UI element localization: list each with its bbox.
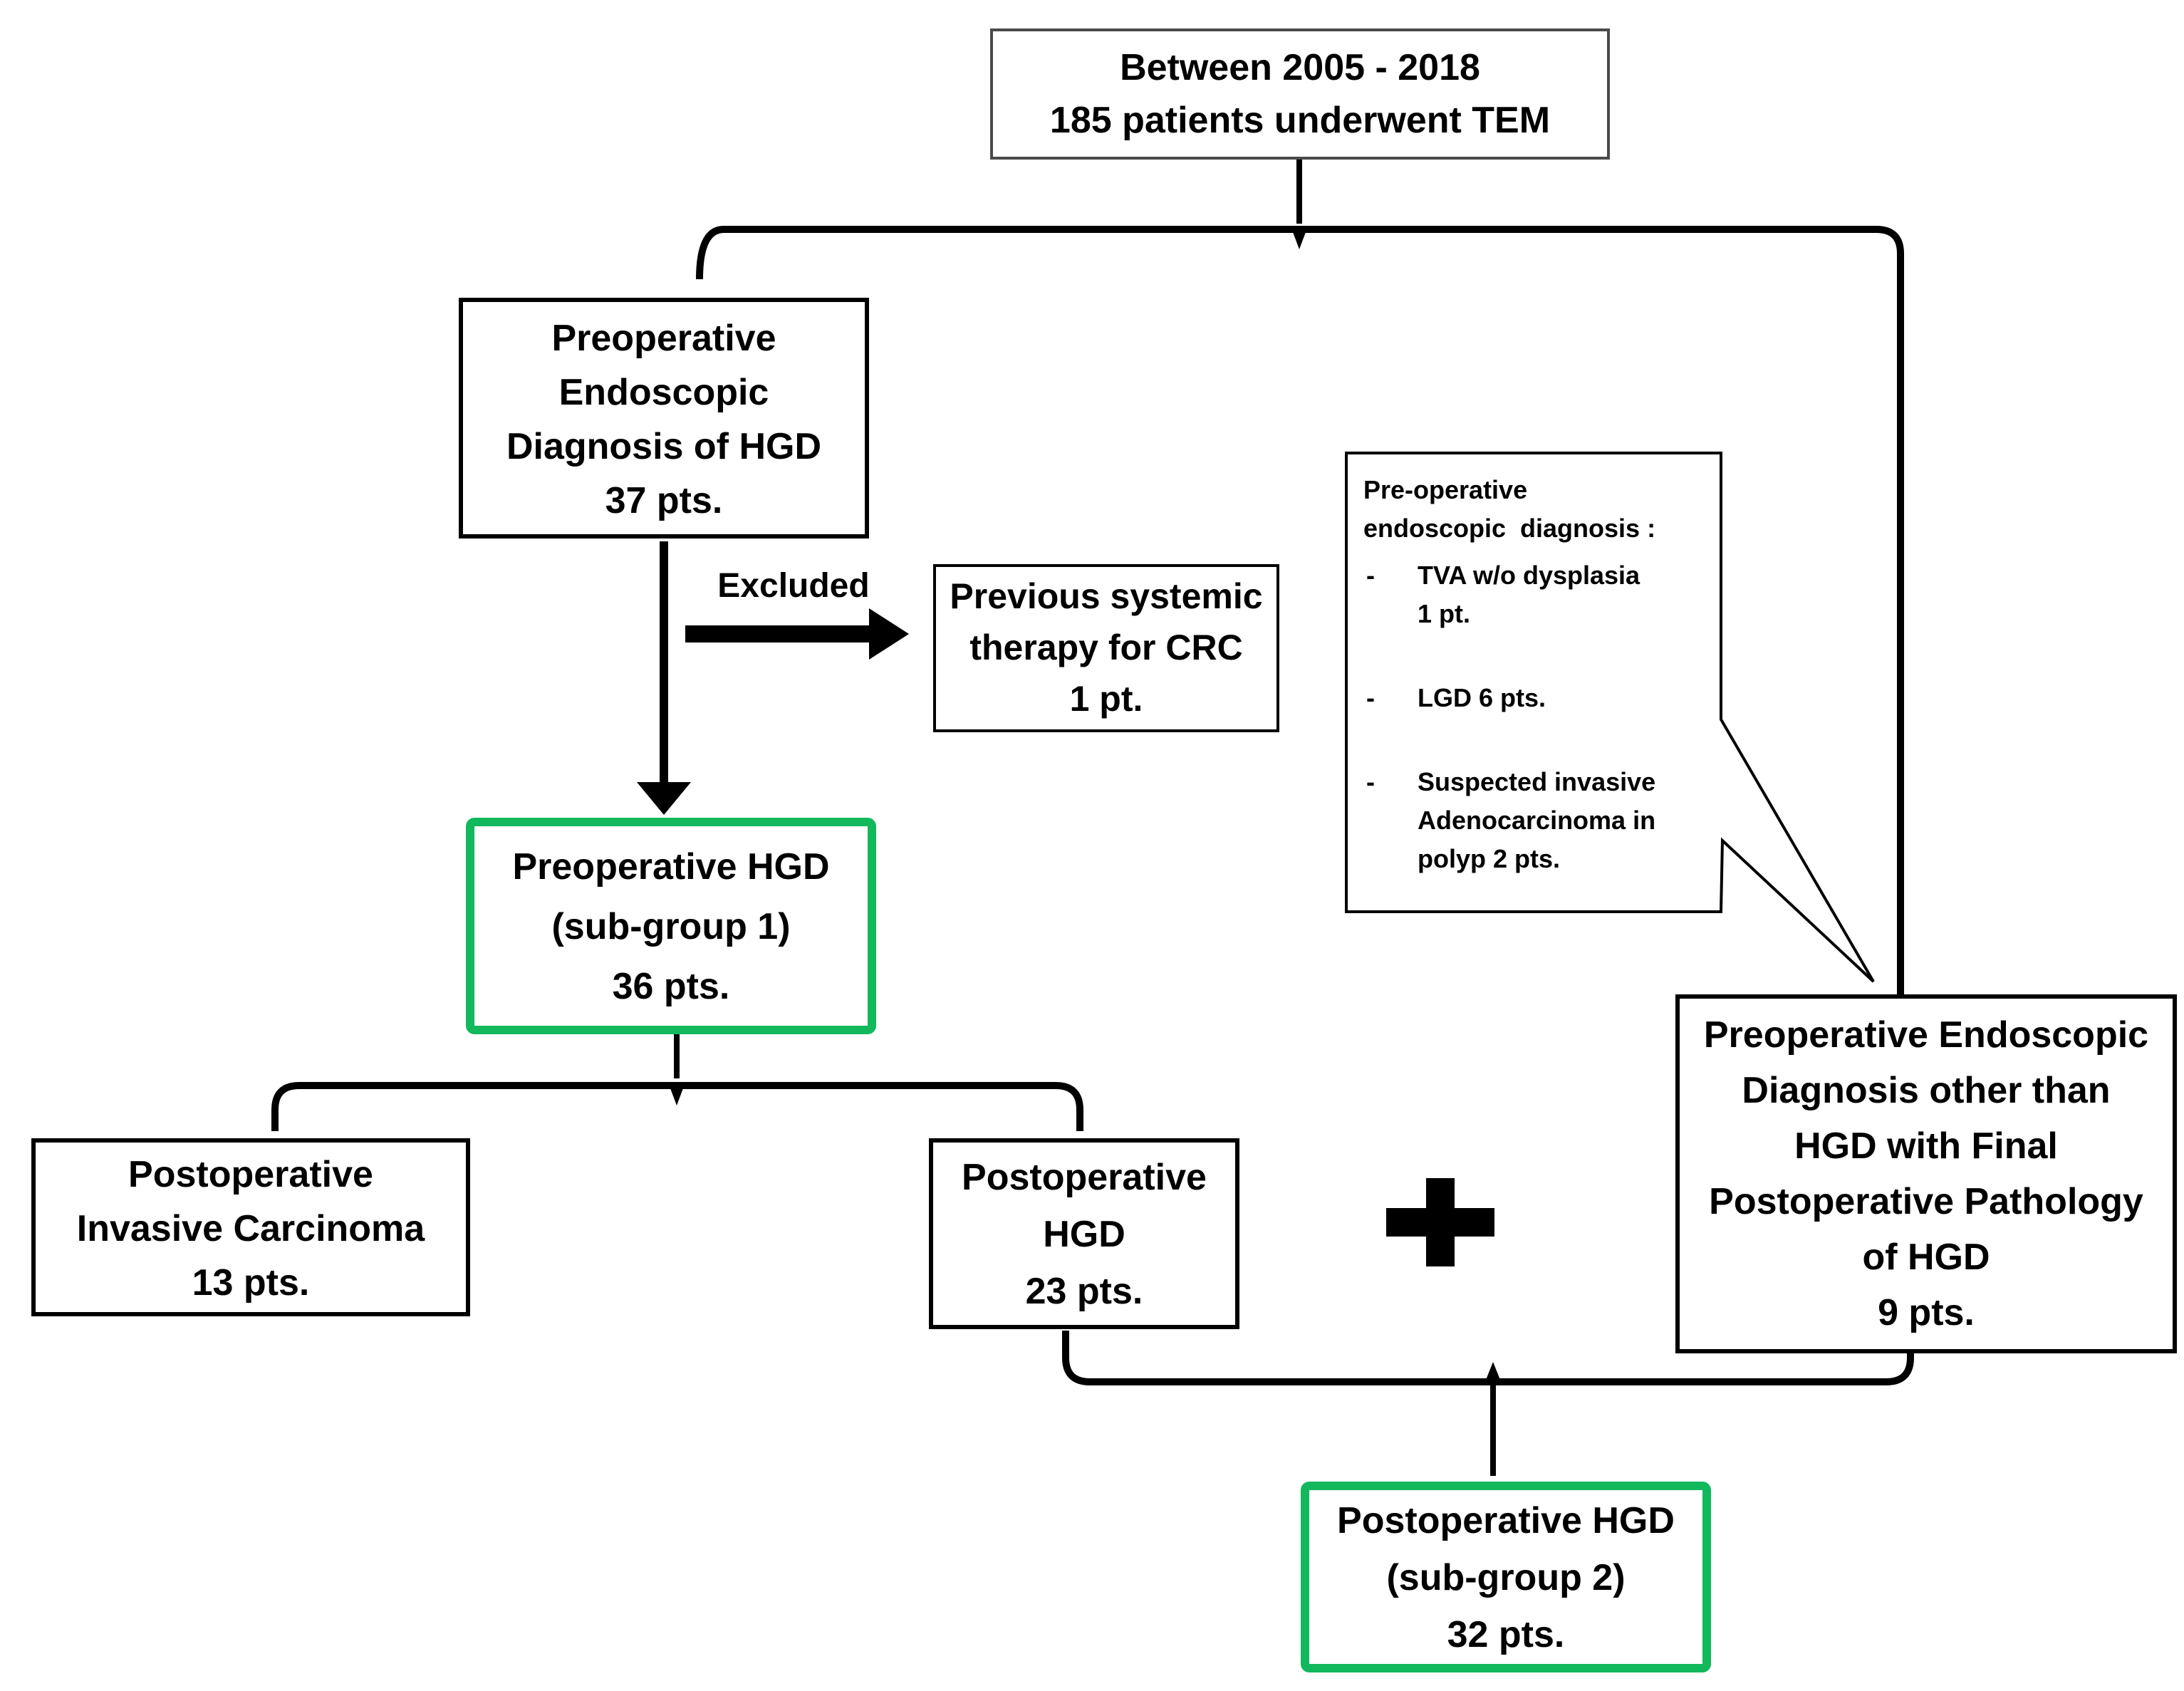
text-line: 1 pt. (1069, 680, 1143, 719)
excluded-arrow-head (869, 608, 909, 660)
text-line: of HGD (1862, 1235, 1990, 1278)
text-line: Preoperative HGD (512, 845, 830, 888)
text-line: polyp 2 pts. (1418, 845, 1561, 873)
node-total-patients: Between 2005 - 2018 185 patients underwe… (990, 28, 1610, 160)
callout-item-text: Suspected invasive Adenocarcinoma in pol… (1418, 764, 1711, 879)
node-preop-endoscopic-hgd: Preoperative Endoscopic Diagnosis of HGD… (459, 298, 869, 538)
node-excluded-previous-therapy: Previous systemic therapy for CRC 1 pt. (933, 564, 1279, 732)
text-line: Between 2005 - 2018 (1120, 46, 1480, 88)
top-brace (696, 226, 1904, 994)
bottom-brace-left (1062, 1331, 1493, 1385)
text-line: TVA w/o dysplasia (1418, 561, 1640, 590)
text-line: Suspected invasive (1418, 768, 1656, 796)
text-line: Postoperative HGD (1337, 1499, 1675, 1541)
node-postop-hgd-23: Postoperative HGD 23 pts. (929, 1138, 1239, 1329)
node-postop-invasive-carcinoma: Postoperative Invasive Carcinoma 13 pts. (31, 1138, 470, 1316)
text-line: HGD (1043, 1212, 1125, 1255)
text-line: 36 pts. (612, 964, 730, 1007)
text-line: Previous systemic (950, 577, 1263, 617)
callout-item-text: LGD 6 pts. (1418, 680, 1711, 718)
node-subgroup2-postop-hgd: Postoperative HGD (sub-group 2) 32 pts. (1301, 1482, 1711, 1672)
text-line: 23 pts. (1025, 1269, 1143, 1312)
callout-shape (1345, 452, 1875, 983)
text-line: Postoperative (962, 1155, 1207, 1198)
text-line: Adenocarcinoma in (1418, 806, 1656, 835)
text-line: LGD 6 pts. (1418, 684, 1546, 712)
down-arrow-head (637, 782, 691, 815)
text-line: HGD with Final (1794, 1124, 2058, 1167)
text-line: (sub-group 1) (551, 905, 791, 947)
text-line: Preoperative (551, 316, 776, 358)
callout-preop-diagnosis: Pre-operative endoscopic diagnosis : - T… (1363, 472, 1711, 879)
text-line: therapy for CRC (969, 628, 1243, 668)
text-line: Diagnosis of HGD (506, 424, 821, 467)
text-line: Diagnosis other than (1742, 1068, 2111, 1111)
bottom-brace-tip (1484, 1362, 1502, 1383)
text-line: Endoscopic (558, 370, 769, 412)
callout-list-item: - Suspected invasive Adenocarcinoma in p… (1363, 764, 1711, 879)
bottom-brace-right (1493, 1353, 1914, 1385)
text-line: Postoperative (128, 1152, 373, 1195)
callout-list-item: - TVA w/o dysplasia 1 pt. (1363, 557, 1711, 634)
text-line: 32 pts. (1447, 1613, 1565, 1655)
text-line: 185 patients underwent TEM (1049, 98, 1551, 141)
dash-bullet: - (1366, 561, 1375, 590)
dash-bullet: - (1366, 684, 1375, 712)
callout-item-text: TVA w/o dysplasia 1 pt. (1418, 557, 1711, 634)
text-line: endoscopic diagnosis : (1363, 514, 1656, 543)
callout-list-item: - LGD 6 pts. (1363, 680, 1711, 718)
dash-bullet: - (1366, 768, 1375, 796)
text-line: 1 pt. (1418, 600, 1471, 628)
node-subgroup1-preop-hgd: Preoperative HGD (sub-group 1) 36 pts. (466, 818, 876, 1034)
text-line: Preoperative Endoscopic (1703, 1013, 2149, 1056)
text-line: Pre-operative (1363, 476, 1528, 504)
text-line: (sub-group 2) (1386, 1556, 1626, 1598)
text-line: Postoperative Pathology (1709, 1180, 2143, 1222)
text-line: 13 pts. (192, 1260, 310, 1303)
top-brace-tip (1291, 227, 1308, 249)
text-line: 37 pts. (605, 478, 723, 521)
excluded-label: Excluded (717, 567, 870, 605)
middle-brace-tip (668, 1083, 685, 1105)
node-other-than-hgd: Preoperative Endoscopic Diagnosis other … (1675, 994, 2177, 1353)
text-line: 9 pts. (1878, 1291, 1975, 1333)
text-line: Invasive Carcinoma (76, 1206, 425, 1249)
plus-icon (1386, 1178, 1494, 1266)
